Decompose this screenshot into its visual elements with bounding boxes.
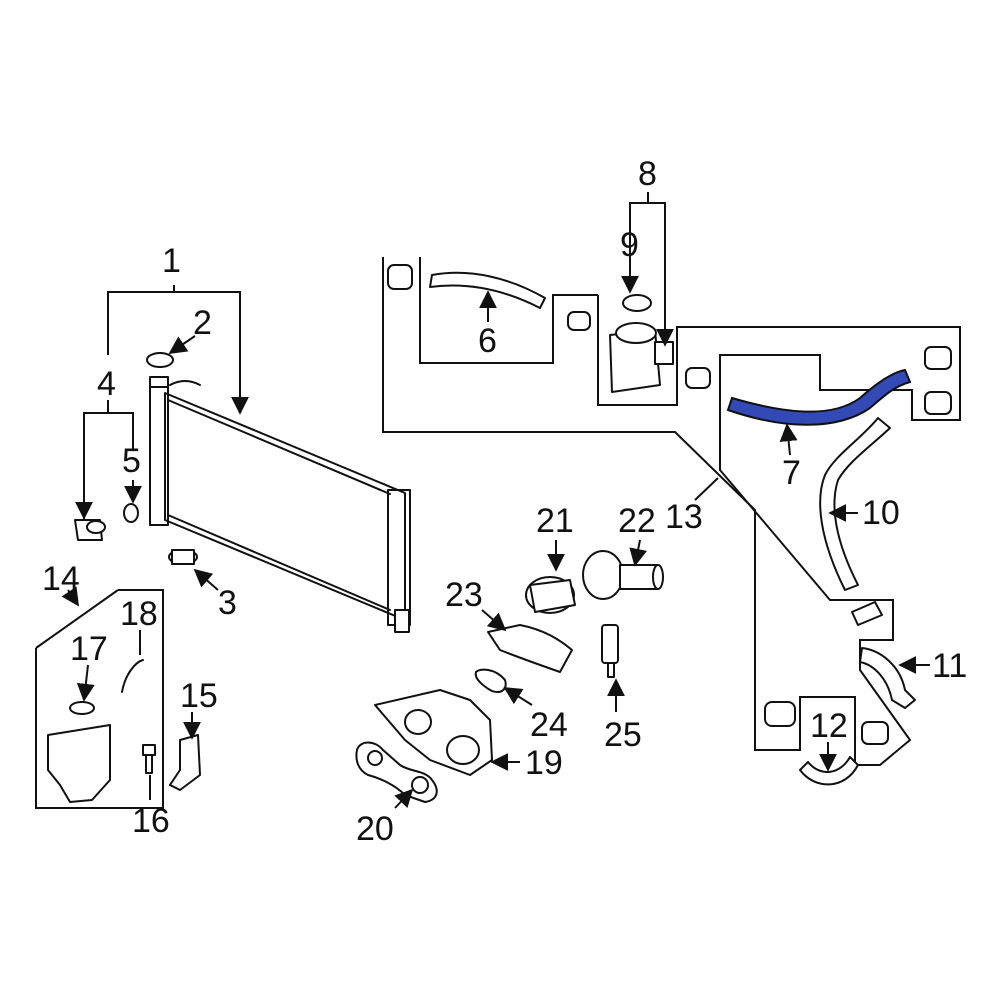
callout-23: 23: [445, 576, 483, 614]
short-hose: [799, 756, 859, 786]
clamp-right: [924, 391, 952, 415]
group-box-14-b: [35, 589, 119, 649]
temperature-sensor: [601, 624, 619, 678]
clamp-13: [851, 601, 883, 626]
bypass-hose: [819, 417, 891, 591]
callout-20: 20: [356, 810, 394, 848]
callout-12: 12: [810, 707, 848, 745]
outlet-housing: [582, 550, 664, 600]
reservoir-bracket: [169, 734, 201, 791]
clamp-12-right: [861, 721, 889, 745]
thermostat: [525, 576, 576, 614]
callout-18: 18: [120, 595, 158, 633]
group-box-6: [419, 257, 598, 364]
callout-15: 15: [180, 677, 218, 715]
clamp-12-left: [764, 701, 796, 727]
callout-19: 19: [525, 744, 563, 782]
group-box-14: [35, 589, 164, 809]
callout-11: 11: [932, 647, 967, 685]
callout-1: 1: [162, 242, 181, 280]
callout-3: 3: [218, 584, 237, 622]
thermostat-housing: [374, 689, 493, 776]
reservoir-cap: [69, 701, 95, 715]
callout-21: 21: [536, 502, 574, 540]
callout-16: 16: [132, 802, 170, 840]
group-box-6-left: [382, 257, 792, 751]
callout-24: 24: [530, 706, 568, 744]
o-ring: [123, 503, 139, 523]
callout-6: 6: [478, 322, 497, 360]
callout-4: 4: [97, 365, 116, 403]
water-outlet: [609, 294, 674, 393]
callout-14: 14: [42, 560, 80, 598]
callout-8: 8: [638, 155, 657, 193]
reservoir-hose: [121, 659, 144, 693]
callout-22: 22: [618, 502, 656, 540]
radiator: [149, 376, 411, 633]
lower-hose-highlighted: [726, 368, 912, 426]
clamp-top-right: [924, 346, 952, 370]
callout-17: 17: [70, 630, 108, 668]
callout-13: 13: [665, 498, 703, 536]
gasket-24: [474, 668, 507, 693]
callout-9: 9: [620, 226, 639, 264]
callout-7: 7: [782, 454, 801, 492]
group-box-13: [597, 295, 961, 766]
callout-10: 10: [862, 494, 900, 532]
clamp-middle: [685, 367, 711, 389]
heater-pipe: [859, 647, 916, 709]
gasket-20: [355, 741, 438, 803]
bolt: [142, 744, 156, 774]
callout-5: 5: [122, 442, 141, 480]
radiator-cap: [146, 352, 174, 368]
reservoir-tank: [47, 724, 111, 803]
radiator-mount: [168, 549, 198, 565]
callout-25: 25: [604, 716, 642, 754]
clamp-6: [387, 264, 413, 290]
callout-2: 2: [193, 304, 212, 342]
clamp-box6-right: [567, 311, 591, 331]
drain-plug: [74, 519, 106, 541]
upper-hose: [429, 271, 546, 309]
water-inlet-pipe: [487, 624, 573, 673]
